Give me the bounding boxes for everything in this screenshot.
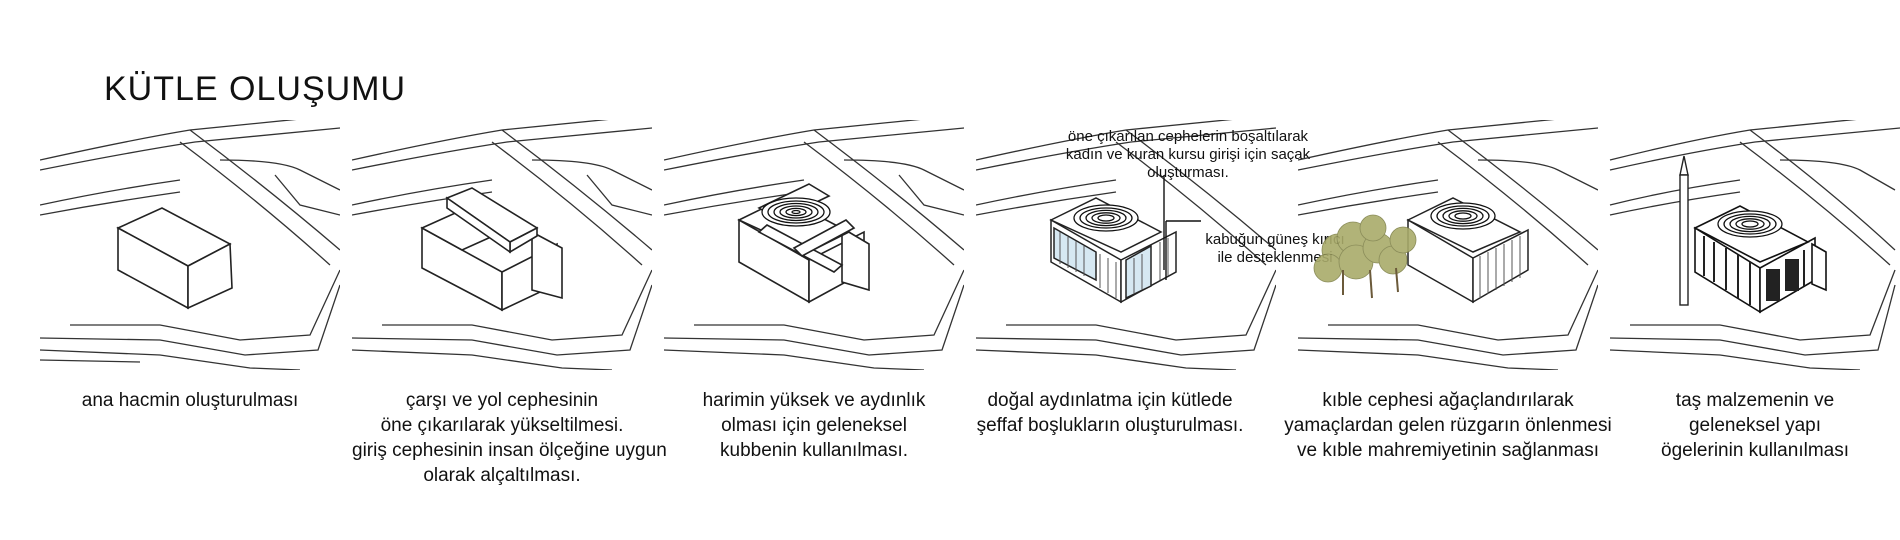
step-2-caption: çarşı ve yol cephesinin öne çıkarılarak … — [352, 390, 667, 486]
step-5-caption: kıble cephesi ağaçlandırılarak yamaçlard… — [1284, 390, 1612, 461]
diagram-title: KÜTLE OLUŞUMU — [104, 70, 407, 108]
raised-volumes — [420, 187, 563, 312]
tree-trunks — [1342, 267, 1399, 299]
minaret-icon — [1679, 155, 1689, 306]
sun-breaker-annotation: kabuğun güneş kırıcı ile desteklenmesi — [1205, 231, 1345, 266]
dome-icon — [1073, 204, 1139, 232]
dome-icon — [1717, 210, 1783, 238]
step-6-caption: taş malzemenin ve geleneksel yapı ögeler… — [1661, 390, 1849, 461]
site-roads — [664, 120, 964, 370]
site-roads — [352, 120, 652, 370]
step-1-sketch — [40, 120, 340, 370]
facade-fins — [1059, 232, 1169, 298]
site-roads — [1298, 120, 1598, 370]
step-3-caption: harimin yüksek ve aydınlık olması için g… — [702, 390, 926, 461]
step-1-caption: ana hacmin oluşturulması — [81, 390, 299, 411]
dome-icon — [1430, 202, 1496, 230]
dome-icon — [761, 197, 831, 227]
site-roads — [40, 120, 340, 370]
main-volume — [116, 207, 233, 310]
site-roads — [1609, 120, 1900, 370]
step-6-sketch — [1600, 120, 1900, 370]
facade-void-annotation: öne çıkarılan cephelerin boşaltılarak ka… — [1065, 128, 1311, 181]
tree-icon — [1313, 214, 1417, 283]
step-4-caption: doğal aydınlatma için kütlede şeffaf boş… — [976, 390, 1244, 436]
site-roads — [976, 120, 1276, 370]
step-3-sketch — [664, 120, 964, 370]
step-2-sketch — [352, 120, 652, 370]
step-4-sketch — [976, 120, 1276, 370]
step-5-sketch — [1298, 120, 1598, 370]
annotation-leaders — [1163, 175, 1201, 280]
